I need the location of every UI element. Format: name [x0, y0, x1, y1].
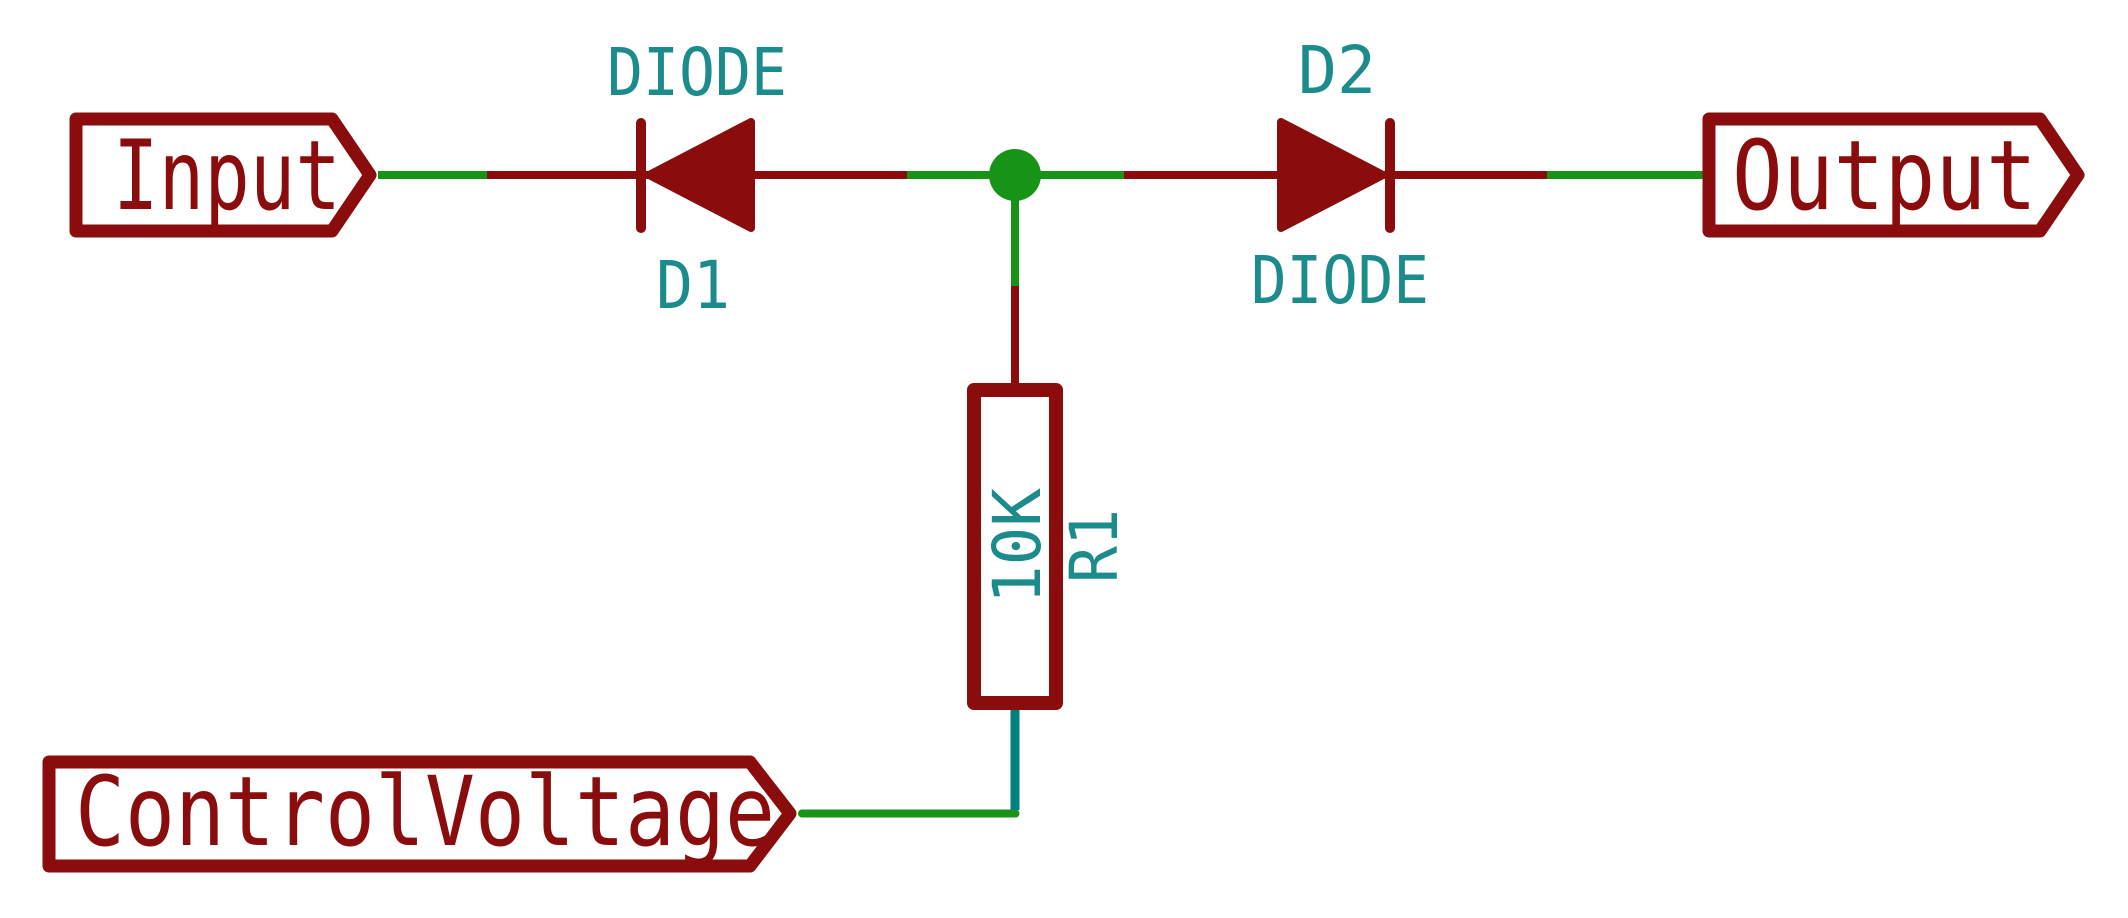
junction-dot[interactable]: [989, 149, 1041, 201]
d1-value-label[interactable]: DIODE: [607, 34, 787, 111]
output-label-text[interactable]: Output: [1732, 120, 2037, 232]
input-label-text[interactable]: Input: [113, 120, 341, 232]
input-label-outline[interactable]: [69, 112, 377, 238]
resistor-r1[interactable]: 10K R1: [967, 286, 1133, 710]
d2-reference-label[interactable]: D2: [1298, 32, 1376, 109]
r1-reference-label[interactable]: R1: [1056, 509, 1133, 583]
output-label-outline[interactable]: [1702, 112, 2085, 238]
controlvoltage-label-text[interactable]: ControlVoltage: [75, 756, 775, 868]
d1-reference-label[interactable]: D1: [656, 247, 730, 324]
d1-anode-triangle[interactable]: [645, 118, 755, 232]
d2-value-label[interactable]: DIODE: [1251, 242, 1429, 319]
diode-d1[interactable]: DIODE D1: [487, 34, 907, 324]
hierarchical-label-input[interactable]: Input: [69, 112, 377, 238]
r1-value-label[interactable]: 10K: [979, 488, 1056, 604]
diode-d2[interactable]: D2 DIODE: [1124, 32, 1547, 319]
r1-body[interactable]: [967, 383, 1063, 710]
controlvoltage-label-outline[interactable]: [42, 755, 797, 873]
hierarchical-label-controlvoltage[interactable]: ControlVoltage: [42, 755, 797, 873]
d2-anode-triangle[interactable]: [1277, 118, 1387, 232]
hierarchical-label-output[interactable]: Output: [1702, 112, 2085, 238]
